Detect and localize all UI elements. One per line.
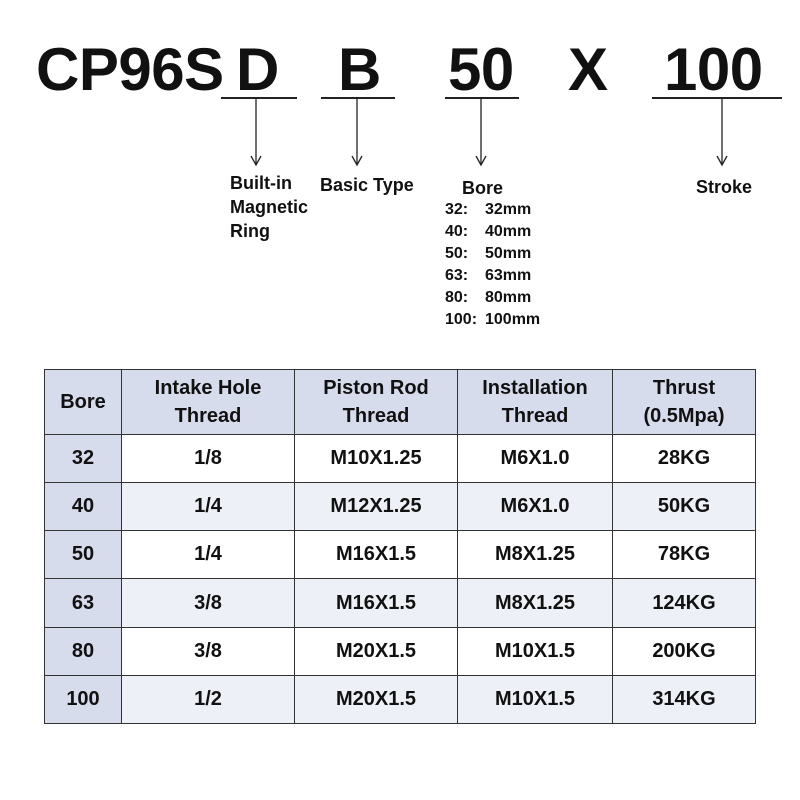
cell-bore: 63 xyxy=(44,578,122,628)
bore-option: 63:63mm xyxy=(445,267,532,284)
basic-type-label: Basic Type xyxy=(320,175,414,195)
model-prefix: CP96S xyxy=(36,36,224,103)
cell-piston-rod: M12X1.25 xyxy=(294,482,458,532)
cell-installation: M8X1.25 xyxy=(457,578,613,628)
table-row: 32 1/8 M10X1.25 M6X1.0 28KG xyxy=(44,433,756,484)
bore-arrow-icon xyxy=(475,98,487,167)
cell-bore: 50 xyxy=(44,530,122,580)
cell-installation: M6X1.0 xyxy=(457,482,613,532)
cell-thrust: 78KG xyxy=(612,530,756,580)
header-bore: Bore xyxy=(44,369,122,435)
type-arrow-icon xyxy=(351,98,363,167)
table-row: 40 1/4 M12X1.25 M6X1.0 50KG xyxy=(44,482,756,532)
cell-bore: 100 xyxy=(44,674,122,725)
table-row: 50 1/4 M16X1.5 M8X1.25 78KG xyxy=(44,530,756,580)
type-underline xyxy=(321,97,395,99)
cell-installation: M10X1.5 xyxy=(457,626,613,676)
stroke-underline xyxy=(652,97,782,99)
magnet-underline xyxy=(221,97,297,99)
cell-piston-rod: M20X1.5 xyxy=(294,674,458,725)
magnet-label-1: Built-in xyxy=(230,173,292,193)
stroke-code: 100 xyxy=(664,36,763,103)
cell-piston-rod: M20X1.5 xyxy=(294,626,458,676)
cell-intake: 1/4 xyxy=(121,482,295,532)
bore-options-list: 32:32mm 40:40mm 50:50mm 63:63mm 80:80mm … xyxy=(445,199,540,331)
cell-intake: 1/2 xyxy=(121,674,295,725)
cell-piston-rod: M10X1.25 xyxy=(294,433,458,484)
bore-option: 40:40mm xyxy=(445,223,532,240)
cell-bore: 80 xyxy=(44,626,122,676)
cell-intake: 1/8 xyxy=(121,433,295,484)
cell-thrust: 28KG xyxy=(612,433,756,484)
cell-thrust: 124KG xyxy=(612,578,756,628)
table-row: 63 3/8 M16X1.5 M8X1.25 124KG xyxy=(44,578,756,628)
header-thrust: Thrust(0.5Mpa) xyxy=(612,369,756,435)
bore-label: Bore xyxy=(462,178,504,198)
magnet-label-3: Ring xyxy=(230,221,270,241)
magnet-label-2: Magnetic xyxy=(230,197,309,217)
cell-piston-rod: M16X1.5 xyxy=(294,530,458,580)
cell-bore: 32 xyxy=(44,433,122,484)
bore-code: 50 xyxy=(448,36,514,103)
cell-piston-rod: M16X1.5 xyxy=(294,578,458,628)
bore-option: 100:100mm xyxy=(445,311,541,328)
cell-intake: 3/8 xyxy=(121,578,295,628)
bore-option: 32:32mm xyxy=(445,201,532,218)
bore-option: 80:80mm xyxy=(445,289,532,306)
cell-thrust: 50KG xyxy=(612,482,756,532)
magnet-code: D xyxy=(236,36,279,103)
cell-installation: M6X1.0 xyxy=(457,433,613,484)
type-code: B xyxy=(338,36,381,103)
table-row: 80 3/8 M20X1.5 M10X1.5 200KG xyxy=(44,626,756,676)
bore-option: 50:50mm xyxy=(445,245,532,262)
stroke-arrow-icon xyxy=(716,98,728,167)
cell-installation: M8X1.25 xyxy=(457,530,613,580)
cell-thrust: 200KG xyxy=(612,626,756,676)
table-row: 100 1/2 M20X1.5 M10X1.5 314KG xyxy=(44,674,756,725)
cell-intake: 3/8 xyxy=(121,626,295,676)
cell-intake: 1/4 xyxy=(121,530,295,580)
cell-installation: M10X1.5 xyxy=(457,674,613,725)
separator-x: X xyxy=(568,36,608,103)
bore-underline xyxy=(445,97,519,99)
stroke-label: Stroke xyxy=(696,177,753,197)
cell-thrust: 314KG xyxy=(612,674,756,725)
magnet-arrow-icon xyxy=(250,98,262,167)
cell-bore: 40 xyxy=(44,482,122,532)
